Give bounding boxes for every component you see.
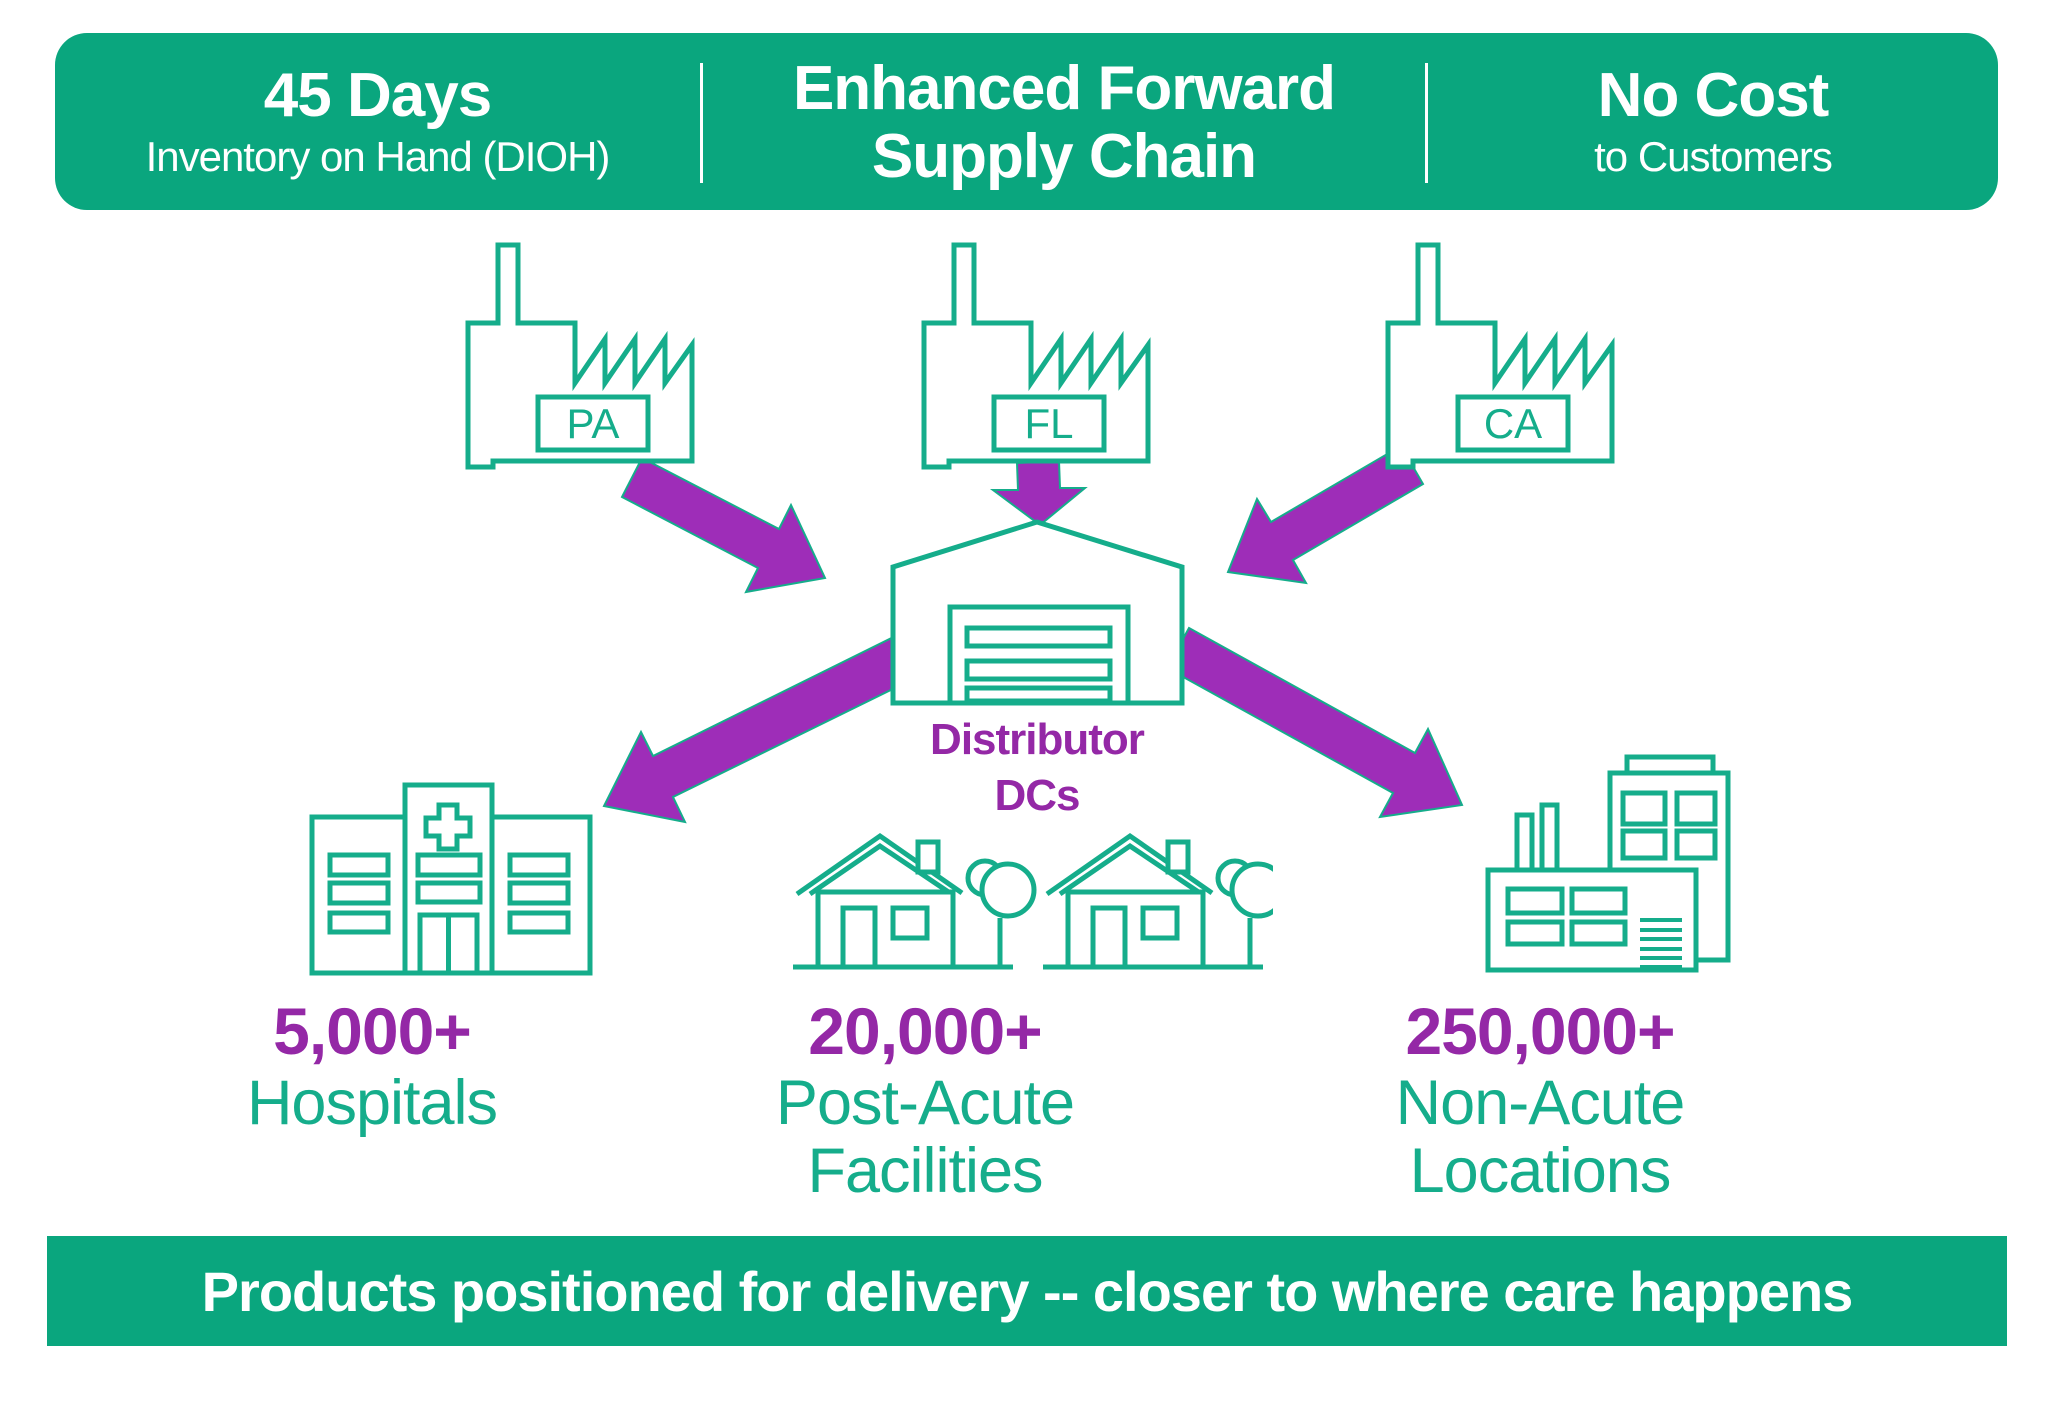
caption-post-acute: 20,000+ Post-Acute Facilities	[685, 993, 1165, 1205]
hospital-icon	[309, 782, 593, 976]
stat-no-cost-label: to Customers	[1594, 132, 1833, 180]
stat-dioh-value: 45 Days	[263, 60, 492, 130]
stat-no-cost: No Cost to Customers	[1428, 33, 1998, 210]
chimney-icon	[1514, 812, 1535, 878]
post-acute-label-line2: Facilities	[807, 1136, 1043, 1206]
stat-supply-chain-line1: Enhanced Forward	[792, 53, 1336, 123]
stat-dioh: 45 Days Inventory on Hand (DIOH)	[55, 33, 700, 210]
stat-supply-chain: Enhanced Forward Supply Chain	[703, 33, 1425, 210]
houses-icon	[793, 832, 1273, 970]
chimney-icon	[1539, 802, 1560, 878]
stat-dioh-label: Inventory on Hand (DIOH)	[145, 132, 611, 180]
bottom-message-banner: Products positioned for delivery -- clos…	[47, 1236, 2007, 1346]
hub-caption-line1: Distributor	[930, 715, 1145, 764]
warehouse-icon	[890, 519, 1185, 706]
non-acute-label-line1: Non-Acute	[1395, 1068, 1686, 1138]
hub-caption: Distributor DCs	[887, 712, 1187, 824]
stat-supply-chain-line2: Supply Chain	[871, 121, 1257, 191]
caption-hospitals: 5,000+ Hospitals	[132, 993, 612, 1137]
non-acute-count: 250,000+	[1405, 994, 1675, 1068]
factory-label-pa: PA	[567, 400, 620, 447]
top-stats-banner: 45 Days Inventory on Hand (DIOH) Enhance…	[55, 33, 1998, 210]
factory-icon: FL	[921, 242, 1151, 470]
hub-caption-line2: DCs	[994, 771, 1080, 820]
hospitals-count: 5,000+	[273, 994, 472, 1068]
post-acute-label-line1: Post-Acute	[775, 1068, 1075, 1138]
hospitals-label: Hospitals	[246, 1068, 498, 1138]
bottom-message-text: Products positioned for delivery -- clos…	[201, 1259, 1854, 1323]
factory-icon: CA	[1385, 242, 1615, 470]
medical-cross-icon	[423, 802, 473, 852]
factory-label-fl: FL	[1024, 400, 1073, 447]
arrow-dc-to-nonacute	[1165, 626, 1464, 819]
tree-icon	[979, 861, 1037, 919]
non-acute-label-line2: Locations	[1409, 1136, 1672, 1206]
factory-icon: PA	[465, 242, 695, 470]
banner-divider	[700, 63, 703, 183]
caption-non-acute: 250,000+ Non-Acute Locations	[1300, 993, 1780, 1205]
buildings-icon	[1485, 754, 1731, 973]
stat-no-cost-value: No Cost	[1597, 60, 1830, 130]
arrow-ca-to-dc	[1226, 444, 1425, 585]
post-acute-count: 20,000+	[808, 994, 1042, 1068]
banner-divider	[1425, 63, 1428, 183]
arrow-fl-to-dc	[989, 459, 1088, 527]
arrow-pa-to-dc	[620, 456, 827, 594]
factory-label-ca: CA	[1484, 400, 1542, 447]
